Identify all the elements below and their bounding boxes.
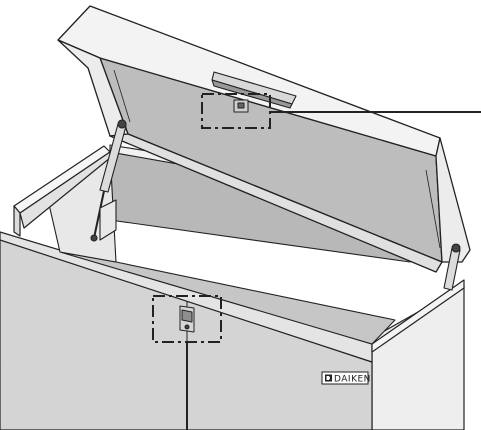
cabinet-right-side-panel	[371, 285, 465, 430]
open-lid	[57, 5, 471, 273]
latch-receiver-icon	[233, 99, 249, 113]
left-strut-mount-top	[117, 119, 127, 129]
brand-plate: DAIKEN	[321, 371, 371, 385]
lid-right-frame	[435, 137, 471, 263]
left-strut-mount-bottom	[90, 234, 98, 242]
leader-lines	[186, 111, 481, 430]
right-strut-mount-top	[451, 243, 461, 253]
left-wall-front-edge	[13, 205, 21, 237]
lid-bevel-line	[425, 169, 441, 249]
cabinet-body	[0, 231, 465, 430]
daiken-d-logo-icon	[325, 374, 332, 382]
brand-name: DAIKEN	[334, 375, 371, 385]
gas-struts	[90, 119, 461, 291]
latch-clasp-icon	[179, 305, 195, 333]
left-gas-strut-rod	[93, 190, 105, 239]
left-hinge-bracket	[99, 199, 117, 241]
lid-bevel-line	[113, 69, 131, 123]
right-top-rim	[371, 279, 465, 353]
